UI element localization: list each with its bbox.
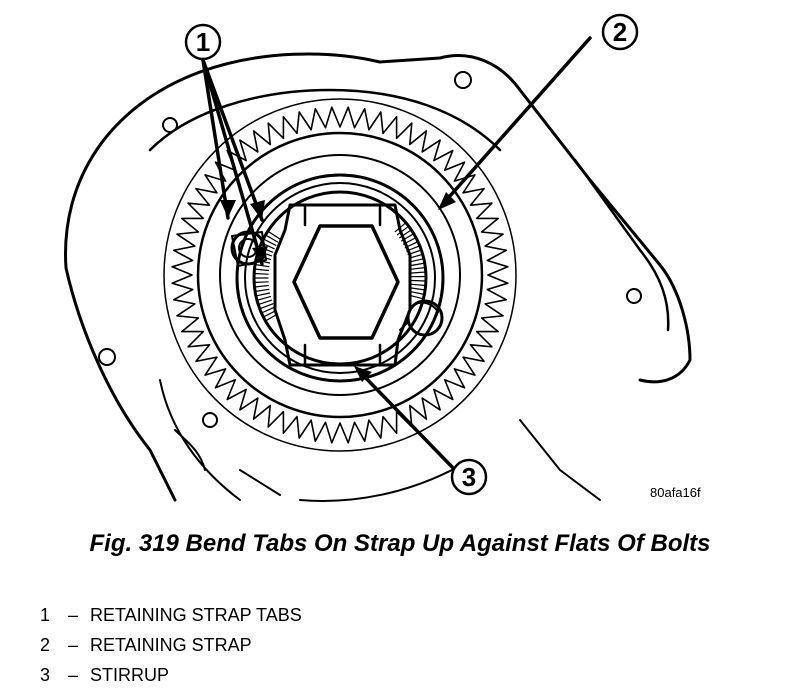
housing-hole-2 — [454, 71, 472, 89]
strap-hatch-line — [260, 306, 275, 314]
arrowhead-2 — [438, 192, 456, 210]
housing-hole-1 — [162, 117, 178, 133]
housing-right-flange — [573, 158, 670, 332]
legend-label: RETAINING STRAP — [90, 635, 252, 655]
strap-hatch-line — [257, 299, 273, 306]
strap-hatch-line — [410, 262, 426, 267]
strap-hatch-line — [253, 284, 269, 288]
strap-hatch-line — [253, 281, 269, 284]
strap-hatch-line — [409, 258, 425, 263]
strap-hatch-line — [254, 288, 270, 293]
strap-hatch-line — [410, 287, 426, 291]
arrowhead-3 — [354, 366, 372, 382]
strap-hatch-line — [262, 238, 277, 246]
bolt-right — [399, 299, 444, 337]
legend-label: STIRRUP — [90, 665, 170, 685]
strap-hatch-line — [264, 234, 279, 243]
ring-gear-teeth — [171, 106, 509, 444]
housing-lower-contour — [159, 379, 601, 502]
callout-legend: 1 – RETAINING STRAP TABS 2 – RETAINING S… — [40, 600, 302, 690]
strap-hatch-line — [259, 303, 274, 310]
arrowhead-1c — [250, 200, 265, 220]
strap-hatch-line — [411, 279, 427, 282]
figure-caption: Fig. 319 Bend Tabs On Strap Up Against F… — [89, 530, 711, 557]
strap-hatch-line — [409, 294, 424, 300]
strap-hatch-line — [262, 310, 277, 318]
legend-dash: – — [67, 635, 78, 655]
arrowhead-1a — [220, 200, 236, 218]
strap-hatch-line — [410, 266, 426, 270]
strap-hatch-line — [253, 268, 269, 272]
housing-outline — [64, 52, 692, 502]
differential-illustration: 1 2 3 80afa16f — [64, 13, 701, 502]
legend-dash: – — [67, 665, 78, 685]
callout-2-leader — [440, 36, 592, 207]
housing-hole-3 — [626, 288, 642, 304]
callout-bubble-1: 1 — [184, 23, 222, 61]
legend-item: 1 – RETAINING STRAP TABS — [40, 600, 302, 630]
strap-hatch-line — [267, 230, 281, 240]
callout-3-leader — [358, 370, 457, 472]
strap-hatch-line — [253, 272, 269, 275]
arrowhead-1b — [252, 246, 268, 264]
strap-hatch-line — [411, 283, 427, 287]
figure-code: 80afa16f — [650, 485, 701, 500]
svg-text:2: 2 — [613, 17, 627, 47]
housing-inner-contour — [148, 88, 502, 152]
ring-gear-tooth-profile — [171, 106, 509, 444]
legend-number: 1 — [40, 605, 51, 625]
ring-gear-outer-circle — [163, 98, 517, 452]
legend-label: RETAINING STRAP TABS — [90, 605, 302, 625]
legend-dash: – — [67, 605, 78, 625]
retaining-strap-hatching — [253, 222, 427, 322]
ring-gear-inner-circle — [196, 131, 484, 419]
hex-nut — [292, 224, 400, 340]
legend-number: 2 — [40, 635, 51, 655]
svg-text:3: 3 — [462, 462, 476, 492]
strap-hatch-line — [410, 291, 425, 295]
strap-hatch-line — [256, 296, 272, 301]
housing-slot — [174, 429, 281, 496]
housing-hole-5 — [202, 412, 218, 428]
legend-item: 2 – RETAINING STRAP — [40, 630, 302, 660]
bearing-outer — [235, 173, 445, 383]
case-flange — [219, 154, 461, 396]
legend-number: 3 — [40, 665, 51, 685]
strap-hatch-line — [411, 271, 427, 274]
bearing-race — [244, 182, 436, 374]
legend-item: 3 – STIRRUP — [40, 660, 302, 690]
stirrup-body — [273, 203, 412, 367]
strap-hatch-line — [396, 225, 410, 236]
strap-hatch-line — [255, 292, 271, 297]
callout-bubble-3: 3 — [450, 458, 488, 496]
callout-1-leaders — [201, 58, 264, 266]
svg-text:1: 1 — [196, 27, 210, 57]
housing-hole-4 — [98, 348, 116, 366]
callout-bubble-2: 2 — [601, 13, 639, 51]
